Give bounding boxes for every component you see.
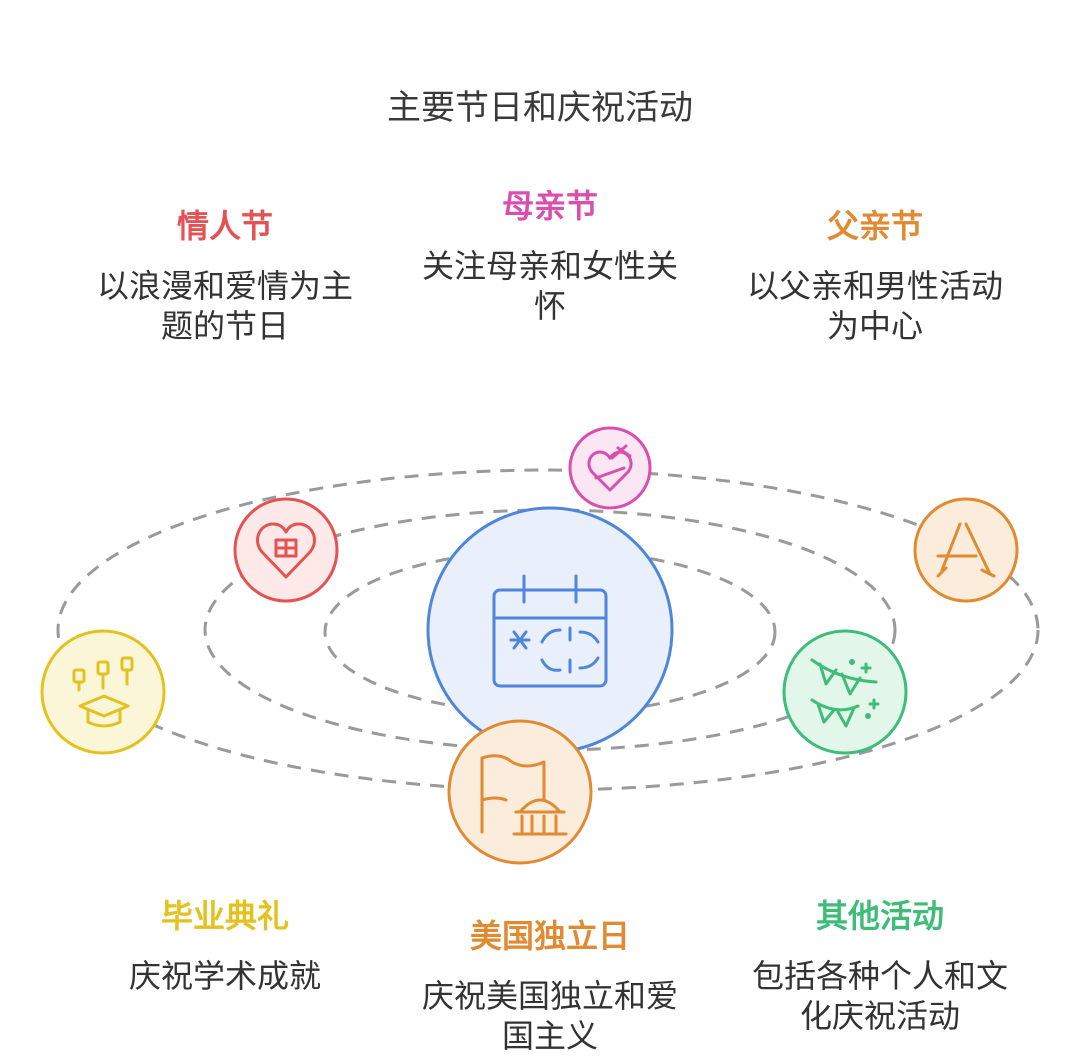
flag-monument-icon: [480, 754, 568, 836]
heading-graduation: 毕业典礼: [160, 897, 289, 935]
heading-mothers: 母亲节: [501, 187, 598, 225]
heading-other: 其他活动: [815, 897, 944, 935]
fathers-node: [913, 497, 1019, 603]
label-mothers: 母亲节 关注母亲和女性关 怀: [390, 186, 710, 326]
desc-mothers: 关注母亲和女性关 怀: [390, 246, 710, 326]
desc-other-line2: 化庆祝活动: [799, 997, 960, 1035]
other-node: [782, 629, 908, 755]
heading-valentine: 情人节: [176, 207, 273, 245]
desc-valentine: 以浪漫和爱情为主 题的节日: [60, 266, 390, 346]
label-fathers: 父亲节 以父亲和男性活动 为中心: [710, 206, 1040, 346]
orbit-inner: [323, 548, 777, 716]
label-other: 其他活动 包括各种个人和文 化庆祝活动: [715, 896, 1045, 1036]
desc-independence: 庆祝美国独立和爱 国主义: [395, 976, 705, 1056]
heading-fathers: 父亲节: [826, 207, 923, 245]
desc-graduation-line1: 庆祝学术成就: [128, 957, 321, 995]
desc-valentine-line1: 以浪漫和爱情为主: [96, 267, 353, 305]
valentine-node: [233, 497, 339, 603]
heart-gift-icon: [256, 522, 316, 579]
desc-independence-line2: 国主义: [501, 1017, 598, 1055]
independence-node: [447, 719, 593, 865]
orbit-outer: [56, 468, 1040, 792]
page-title: 主要节日和庆祝活动: [387, 88, 693, 128]
desc-other: 包括各种个人和文 化庆祝活动: [715, 956, 1045, 1036]
desc-fathers: 以父亲和男性活动 为中心: [710, 266, 1040, 346]
desc-valentine-line2: 题的节日: [160, 307, 289, 345]
label-independence: 美国独立日 庆祝美国独立和爱 国主义: [395, 916, 705, 1056]
desc-fathers-line2: 为中心: [826, 307, 923, 345]
desc-mothers-line1: 关注母亲和女性关: [421, 247, 678, 285]
party-bunting-icon: [810, 658, 880, 728]
heading-independence: 美国独立日: [469, 917, 630, 955]
mothers-node: [568, 426, 652, 510]
calendar-celebration-icon: [492, 574, 608, 688]
graduation-node: [40, 629, 166, 755]
app-store-icon: [936, 522, 996, 578]
label-graduation: 毕业典礼 庆祝学术成就: [80, 896, 370, 996]
desc-mothers-line2: 怀: [533, 287, 566, 325]
label-valentine: 情人节 以浪漫和爱情为主 题的节日: [60, 206, 390, 346]
graduation-cap-icon: [72, 656, 134, 728]
desc-graduation: 庆祝学术成就: [80, 956, 370, 996]
heart-gift-box-icon: [587, 444, 633, 492]
desc-independence-line1: 庆祝美国独立和爱: [421, 977, 678, 1015]
desc-other-line1: 包括各种个人和文: [751, 957, 1008, 995]
desc-fathers-line1: 以父亲和男性活动: [746, 267, 1003, 305]
center-calendar-node: [426, 506, 674, 754]
